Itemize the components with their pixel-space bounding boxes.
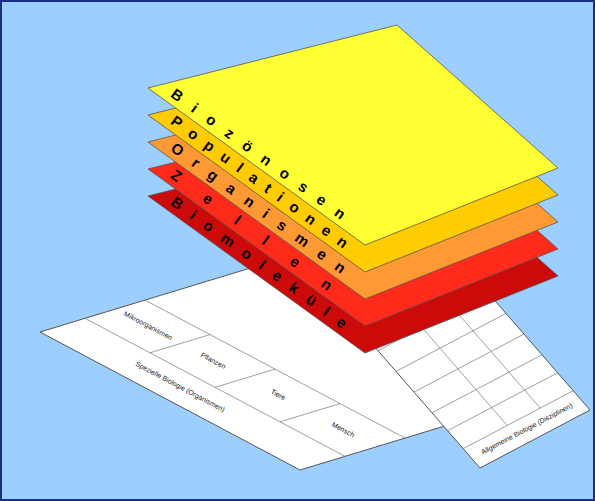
table-grid — [215, 369, 275, 387]
table-grid — [463, 391, 573, 449]
table-grid — [414, 334, 524, 392]
table-grid — [145, 300, 405, 438]
table-grid — [432, 355, 542, 413]
table-grid — [378, 293, 488, 351]
table-grid — [280, 404, 340, 422]
table-grid — [150, 335, 210, 353]
table-grid — [396, 313, 506, 371]
table-grid — [85, 318, 345, 456]
table-grid — [404, 307, 507, 426]
sheet-shape — [360, 272, 590, 468]
layer-band: Biozönosen — [148, 25, 558, 245]
table-grid — [437, 289, 540, 408]
